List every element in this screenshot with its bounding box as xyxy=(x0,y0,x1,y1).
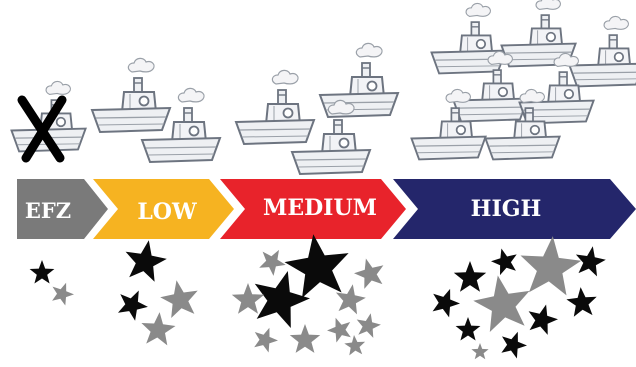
starfish-icon-medium-13 xyxy=(254,327,278,353)
starfish-icon-medium-11 xyxy=(335,284,366,315)
starfish-icon-high-23 xyxy=(575,246,606,277)
starfish-icon-medium-16 xyxy=(356,313,381,338)
boat-icon-low-1 xyxy=(91,57,171,133)
band-low xyxy=(93,179,234,239)
starfish-icon-medium-9 xyxy=(231,283,265,314)
starfish-icon-high-18 xyxy=(520,236,582,296)
starfish-icon-medium-14 xyxy=(289,324,321,353)
starfish-icon-high-22 xyxy=(491,248,517,276)
starfish-icon-high-20 xyxy=(453,261,487,292)
cross-mark-icon xyxy=(17,95,67,163)
starfish-icon-medium-7 xyxy=(284,234,349,298)
starfish-icon-medium-12 xyxy=(354,258,384,289)
label-medium: MEDIUM xyxy=(263,195,377,221)
starfish-icon-high-21 xyxy=(432,288,460,318)
pressure-scale: EFZ LOW MEDIUM HIGH xyxy=(17,179,636,239)
band-high xyxy=(393,179,636,239)
starfish-icon-medium-15 xyxy=(327,317,351,343)
starfish-icon-high-24 xyxy=(566,287,597,317)
starfish-icon-medium-10 xyxy=(259,249,286,276)
starfish-icon-medium-17 xyxy=(344,335,366,356)
starfish-icon-medium-8 xyxy=(254,271,310,328)
band-medium xyxy=(220,179,406,239)
starfish-icon-high-19 xyxy=(473,275,530,332)
starfish-icon-high-28 xyxy=(471,343,489,360)
boat-icon-high-3 xyxy=(568,15,636,88)
starfish-icon-low-3 xyxy=(125,240,167,282)
boat-icon-medium-1 xyxy=(235,69,315,145)
starfish-icon-high-27 xyxy=(501,331,527,359)
starfish-icon-low-4 xyxy=(160,280,198,318)
boats-layer xyxy=(10,0,636,175)
label-low: LOW xyxy=(137,199,197,225)
starfish-icon-efz-2 xyxy=(52,282,74,306)
band-efz xyxy=(17,179,108,239)
label-efz: EFZ xyxy=(25,198,71,223)
stars-layer xyxy=(29,234,606,360)
label-high: HIGH xyxy=(471,196,542,222)
starfish-icon-efz-1 xyxy=(29,260,55,284)
starfish-icon-high-25 xyxy=(528,304,558,335)
starfish-icon-low-5 xyxy=(118,290,148,321)
starfish-icon-low-6 xyxy=(141,312,176,346)
starfish-icon-high-26 xyxy=(455,317,481,341)
